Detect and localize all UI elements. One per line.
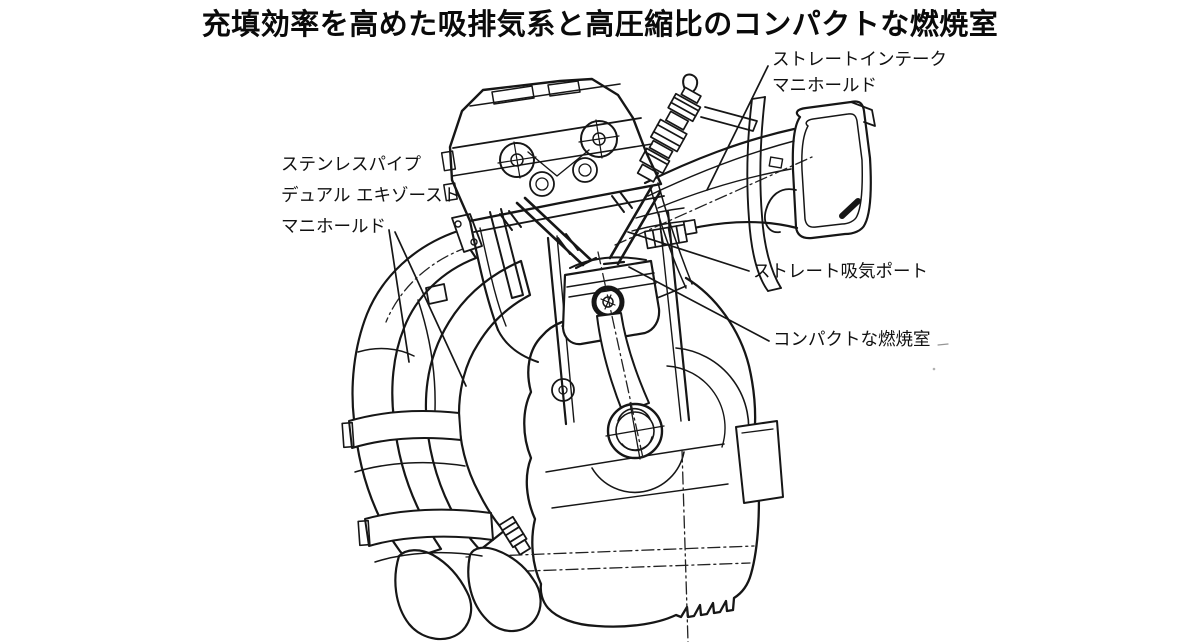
leader-lines (388, 65, 770, 387)
label-line: マニホールド (772, 76, 877, 96)
label-line: デュアル エキゾースト (281, 186, 461, 206)
exhaust-clamp-band (348, 410, 462, 449)
leader-intake-port (627, 231, 750, 272)
fuel-injector (636, 73, 702, 183)
exhaust-clamp-band (364, 508, 494, 547)
conrod-centerline (597, 251, 644, 459)
exhaust-pipe-rear (424, 259, 532, 552)
piston-and-conrod (561, 251, 665, 460)
label-line: ステンレスパイプ (281, 155, 421, 175)
label-line: ストレートインテーク (772, 50, 947, 70)
scan-artifacts (932, 343, 949, 371)
camshaft-sprockets (497, 119, 620, 197)
exhaust-pipes (341, 213, 542, 641)
leader-intake-manifold (706, 65, 769, 191)
label-combustion-chamber: コンパクトな燃焼室 (773, 327, 931, 353)
leader-combustion-chamber (628, 266, 770, 342)
label-line: マニホールド (281, 217, 386, 237)
valves (515, 184, 662, 270)
label-line: コンパクトな燃焼室 (773, 330, 931, 350)
intake-centerline (614, 156, 813, 246)
label-intake-port: ストレート吸気ポート (753, 259, 928, 285)
engine-mount-bracket (735, 420, 784, 504)
combustion-chamber-dome (569, 256, 647, 269)
label-exhaust-manifold: ステンレスパイプ デュアル エキゾースト マニホールド (281, 150, 460, 243)
figure-title: 充填効率を高めた吸排気系と高圧縮比のコンパクトな燃焼室 (201, 7, 999, 41)
case-centerlines (465, 449, 755, 642)
piston (561, 259, 661, 346)
leader-exhaust-rear (394, 231, 467, 387)
airbox (764, 100, 876, 240)
label-line: ストレート吸気ポート (753, 262, 928, 282)
oxygen-sensor (498, 515, 532, 556)
leader-exhaust-front (388, 229, 410, 363)
cylinder-head (440, 77, 693, 299)
label-intake-manifold: ストレートインテーク マニホールド (772, 47, 947, 99)
